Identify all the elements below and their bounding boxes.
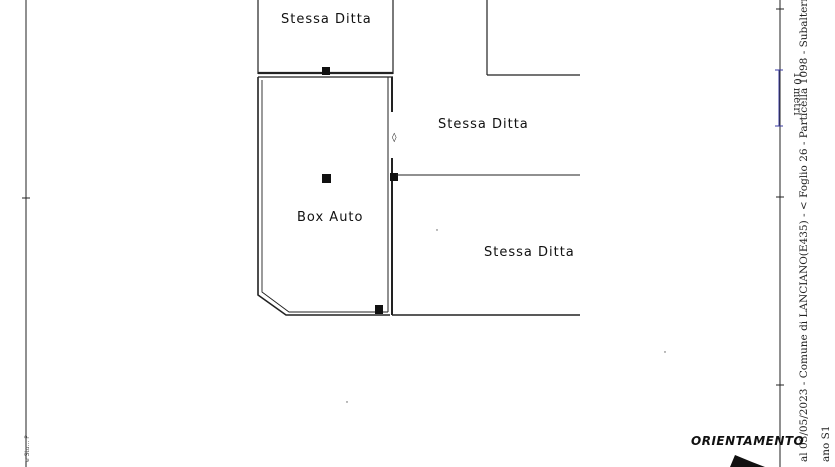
speck — [346, 401, 348, 403]
wall-marker — [322, 67, 330, 75]
room-label-top-left: Stessa Ditta — [281, 12, 372, 27]
box-auto-inner-outline — [261, 80, 388, 313]
room-label-bottom-right: Stessa Ditta — [484, 245, 575, 260]
pillar — [322, 174, 331, 183]
orientation-label: ORIENTAMENTO — [691, 434, 805, 448]
floor-reference-text: ano S1 — [820, 425, 832, 462]
room-label-box: Box Auto — [297, 210, 364, 225]
box-auto-outline — [257, 77, 390, 316]
room-label-middle-right: Stessa Ditta — [438, 117, 529, 132]
north-arrow-icon — [730, 455, 765, 467]
speck — [664, 351, 666, 353]
left-margin-text: e Stu... P — [24, 435, 31, 462]
cadastral-reference-text: al 03/05/2023 - Comune di LANCIANO(E435)… — [798, 0, 810, 462]
wall-marker — [390, 173, 398, 181]
speck — [436, 229, 438, 231]
wall-marker — [375, 305, 383, 314]
door-mark: ◊ — [392, 132, 397, 143]
